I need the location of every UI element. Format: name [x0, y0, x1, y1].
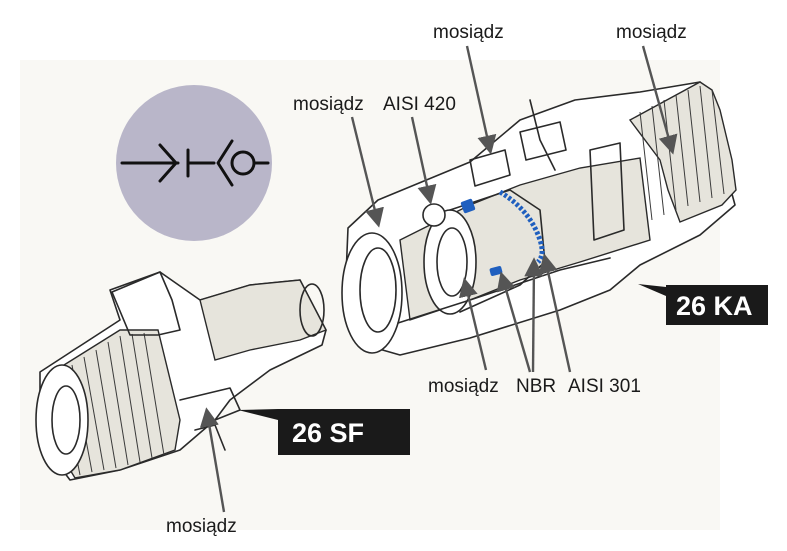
quick-coupling-symbol-icon — [120, 139, 270, 187]
label-seals: NBR — [516, 376, 556, 397]
symbol-badge — [116, 85, 272, 241]
locking-ball — [422, 203, 446, 227]
tag-26ka-pointer — [638, 284, 666, 296]
plug-26sf-drawing — [35, 271, 327, 481]
labels: mosiądz mosiądz mosiądz AISI 420 mosiądz… — [166, 22, 687, 537]
tag-26sf-box — [278, 409, 410, 455]
tag-26ka-text: 26 KA — [676, 291, 753, 321]
tag-26ka-box — [666, 285, 768, 325]
tag-26ka: 26 KA — [638, 284, 768, 325]
label-left-outer: mosiądz — [293, 94, 364, 115]
tag-26sf-pointer — [238, 409, 278, 420]
label-spring: AISI 301 — [568, 376, 641, 397]
leader-lines — [199, 45, 678, 513]
label-plug-bottom: mosiądz — [166, 516, 237, 537]
label-bottom-valve: mosiądz — [428, 376, 499, 397]
seal-upper — [460, 198, 476, 214]
label-top-center: mosiądz — [433, 22, 504, 43]
label-ball: AISI 420 — [383, 94, 456, 115]
label-top-right: mosiądz — [616, 22, 687, 43]
tag-26sf: 26 SF — [238, 409, 410, 455]
tag-26sf-text: 26 SF — [292, 418, 364, 448]
